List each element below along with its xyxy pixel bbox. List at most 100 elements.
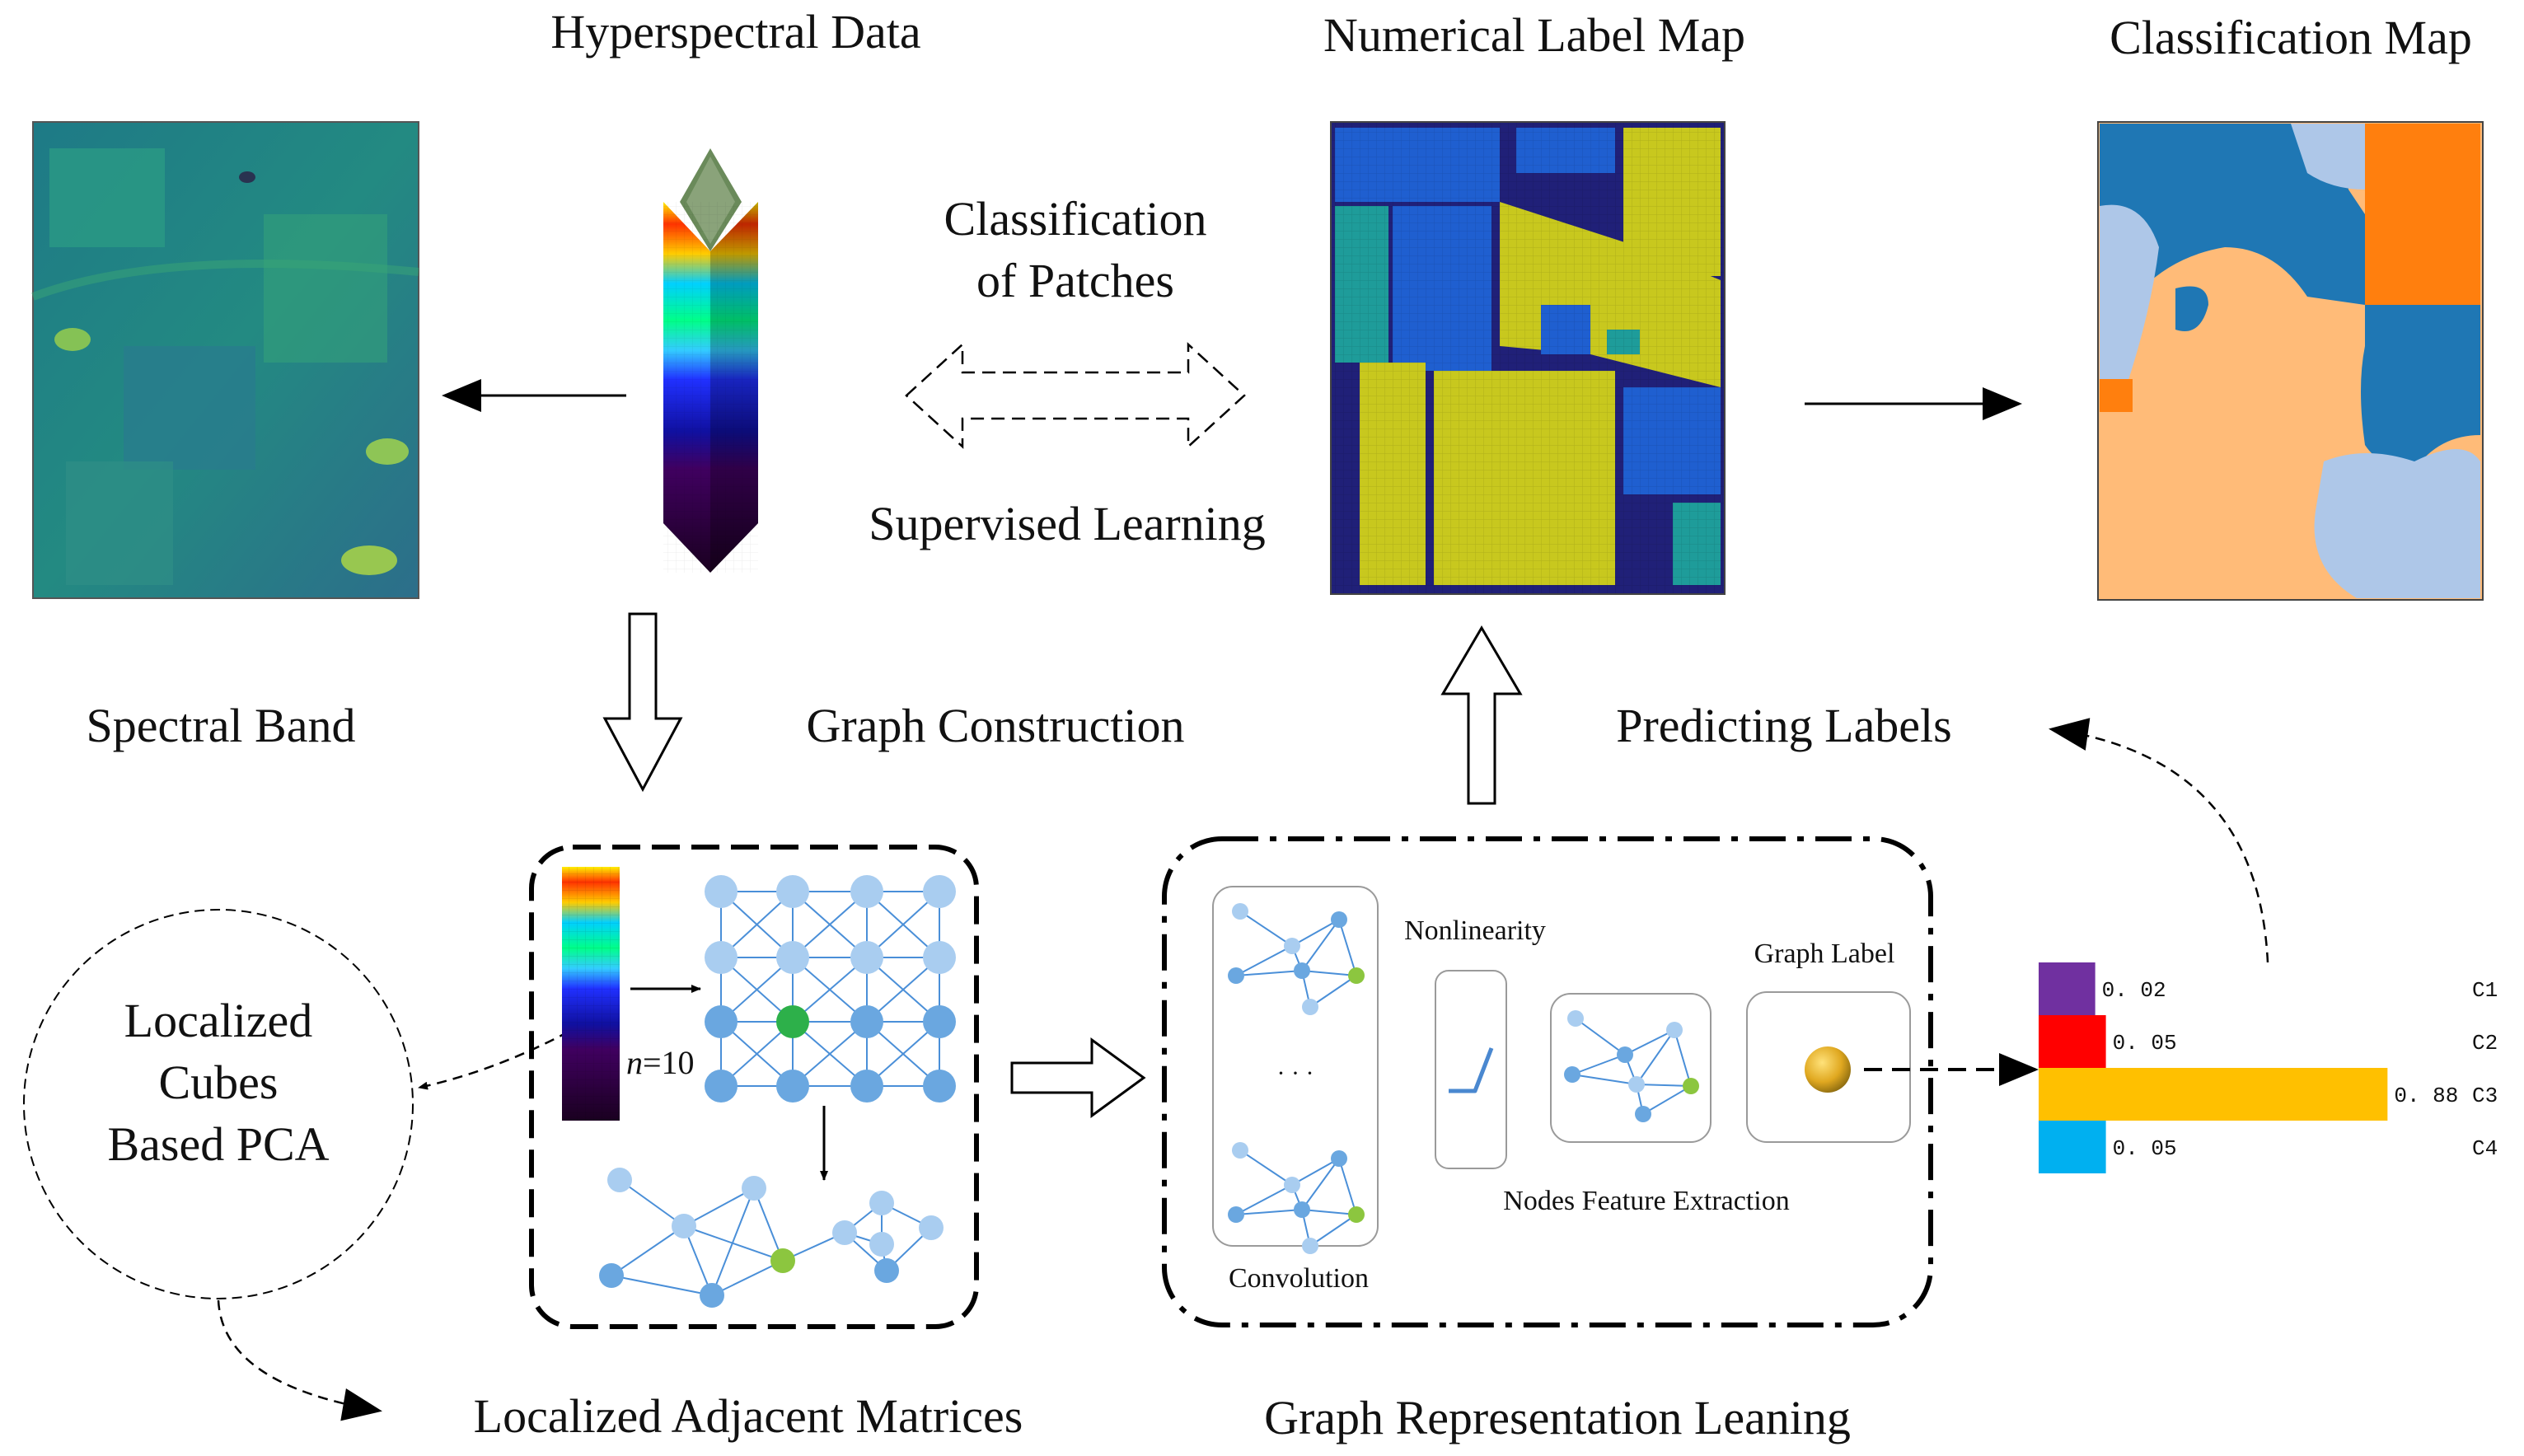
nodes-feature-extraction-label: Nodes Feature Extraction bbox=[1503, 1186, 1789, 1216]
probability-bar-chart: 0. 02 C1 0. 05 C2 0. 88 C3 0. 05 C4 bbox=[2039, 962, 2498, 1173]
feat-edge bbox=[1674, 1029, 1692, 1087]
sparse-edge bbox=[611, 1275, 713, 1296]
bar-c3 bbox=[2039, 1068, 2388, 1121]
predicting-labels-label: Predicting Labels bbox=[1616, 699, 1952, 752]
bar-category-label: C1 bbox=[2472, 978, 2498, 1003]
sparse-node bbox=[672, 1214, 696, 1238]
sparse-node bbox=[607, 1168, 632, 1192]
feat-edge bbox=[1571, 1074, 1637, 1085]
feat-edge bbox=[1571, 1054, 1626, 1075]
hyperspectral-data-title: Hyperspectral Data bbox=[550, 5, 920, 59]
grid-node bbox=[705, 1005, 738, 1038]
convolution-label: Convolution bbox=[1229, 1263, 1369, 1294]
relu-curve bbox=[1449, 1047, 1494, 1093]
grid-node bbox=[705, 941, 738, 974]
sparse-node bbox=[919, 1215, 944, 1240]
conv-bottom-node bbox=[1302, 1238, 1318, 1254]
grid-node bbox=[776, 941, 809, 974]
graph-construction-box bbox=[529, 845, 979, 1329]
conv-top-node bbox=[1331, 911, 1347, 928]
dashed-double-arrow bbox=[905, 342, 1246, 449]
dashed-arrow-to-predicting bbox=[2049, 718, 2269, 963]
classification-map-title: Classification Map bbox=[2110, 11, 2472, 64]
conv-top-edge bbox=[1235, 970, 1303, 976]
conv-bottom-node bbox=[1348, 1206, 1365, 1223]
localized-label: Localized bbox=[124, 994, 313, 1047]
bar-category-label: C3 bbox=[2472, 1084, 2498, 1108]
sparse-node bbox=[599, 1263, 624, 1288]
grid-edge bbox=[792, 891, 868, 958]
graph-construction-label: Graph Construction bbox=[806, 699, 1184, 752]
classification-of-label: Classification bbox=[944, 192, 1207, 246]
bar-value-label: 0. 88 bbox=[2394, 1084, 2458, 1108]
nonlinearity-label: Nonlinearity bbox=[1404, 915, 1546, 946]
feat-node bbox=[1683, 1078, 1699, 1094]
based-pca-label: Based PCA bbox=[107, 1117, 329, 1171]
small-cube bbox=[562, 867, 620, 1121]
bar-category-label: C2 bbox=[2472, 1031, 2498, 1056]
numerical-label-map bbox=[1330, 121, 1726, 595]
sparse-node bbox=[742, 1176, 766, 1201]
grid-node bbox=[776, 875, 809, 908]
sparse-edge bbox=[683, 1187, 755, 1227]
conv-top-node bbox=[1228, 967, 1244, 984]
grid-node bbox=[923, 875, 956, 908]
conv-bottom-edge bbox=[1309, 1214, 1357, 1247]
grid-node bbox=[923, 941, 956, 974]
spectral-band-image bbox=[31, 121, 419, 599]
hollow-arrow-down bbox=[602, 612, 683, 793]
cubes-label: Cubes bbox=[159, 1056, 279, 1109]
bar-category-label: C4 bbox=[2472, 1136, 2498, 1161]
dashed-arrow-to-pca bbox=[418, 1030, 569, 1090]
feat-edge bbox=[1636, 1084, 1692, 1087]
nonlinearity-panel bbox=[1435, 970, 1507, 1169]
feat-edge bbox=[1642, 1085, 1692, 1115]
grid-node bbox=[850, 1005, 883, 1038]
conv-bottom-edge bbox=[1235, 1209, 1303, 1215]
sparse-edge bbox=[619, 1179, 685, 1227]
classification-map bbox=[2097, 121, 2484, 601]
graph-label-node bbox=[1805, 1046, 1851, 1093]
conv-graph-bottom bbox=[1228, 1142, 1365, 1254]
spectral-band-label: Spectral Band bbox=[87, 699, 356, 752]
localized-cubes-circle bbox=[23, 909, 414, 1299]
grid-node bbox=[776, 1005, 809, 1038]
hollow-arrow-right bbox=[1010, 1037, 1146, 1118]
feat-node bbox=[1564, 1066, 1580, 1083]
dots-label: · · · bbox=[1277, 1060, 1314, 1087]
numerical-label-map-title: Numerical Label Map bbox=[1323, 8, 1745, 62]
sparse-node bbox=[869, 1191, 894, 1215]
feat-node bbox=[1567, 1010, 1584, 1027]
conv-bottom-node bbox=[1331, 1150, 1347, 1167]
sparse-node bbox=[832, 1220, 857, 1245]
conv-top-node bbox=[1284, 938, 1300, 954]
sparse-edge bbox=[611, 1225, 685, 1276]
grid-node bbox=[923, 1005, 956, 1038]
grid-node bbox=[776, 1070, 809, 1103]
conv-top-edge bbox=[1338, 919, 1357, 976]
feat-node bbox=[1617, 1046, 1633, 1063]
conv-bottom-edge bbox=[1239, 1149, 1293, 1186]
grid-node bbox=[923, 1070, 956, 1103]
sparse-edge bbox=[753, 1187, 784, 1262]
hollow-arrow-up bbox=[1440, 625, 1523, 805]
conv-top-node bbox=[1232, 903, 1248, 920]
conv-bottom-node bbox=[1294, 1201, 1310, 1218]
conv-top-edge bbox=[1301, 919, 1340, 971]
bar-value-label: 0. 05 bbox=[2113, 1136, 2177, 1161]
conv-top-edge bbox=[1309, 975, 1357, 1008]
feat-node bbox=[1635, 1106, 1651, 1122]
feat-edge bbox=[1636, 1029, 1675, 1085]
n-label: n=10 bbox=[626, 1044, 695, 1081]
grid-node bbox=[705, 875, 738, 908]
conv-bottom-node bbox=[1284, 1177, 1300, 1193]
sparse-edge bbox=[683, 1225, 784, 1262]
dashed-arrow-to-matrices bbox=[217, 1299, 382, 1421]
conv-top-node bbox=[1294, 962, 1310, 979]
bar-c2 bbox=[2039, 1015, 2106, 1068]
bar-value-label: 0. 05 bbox=[2113, 1031, 2177, 1056]
bar-value-label: 0. 02 bbox=[2102, 978, 2166, 1003]
grid-node bbox=[850, 1070, 883, 1103]
conv-top-edge bbox=[1291, 919, 1340, 947]
hyperspectral-cube bbox=[663, 148, 758, 573]
